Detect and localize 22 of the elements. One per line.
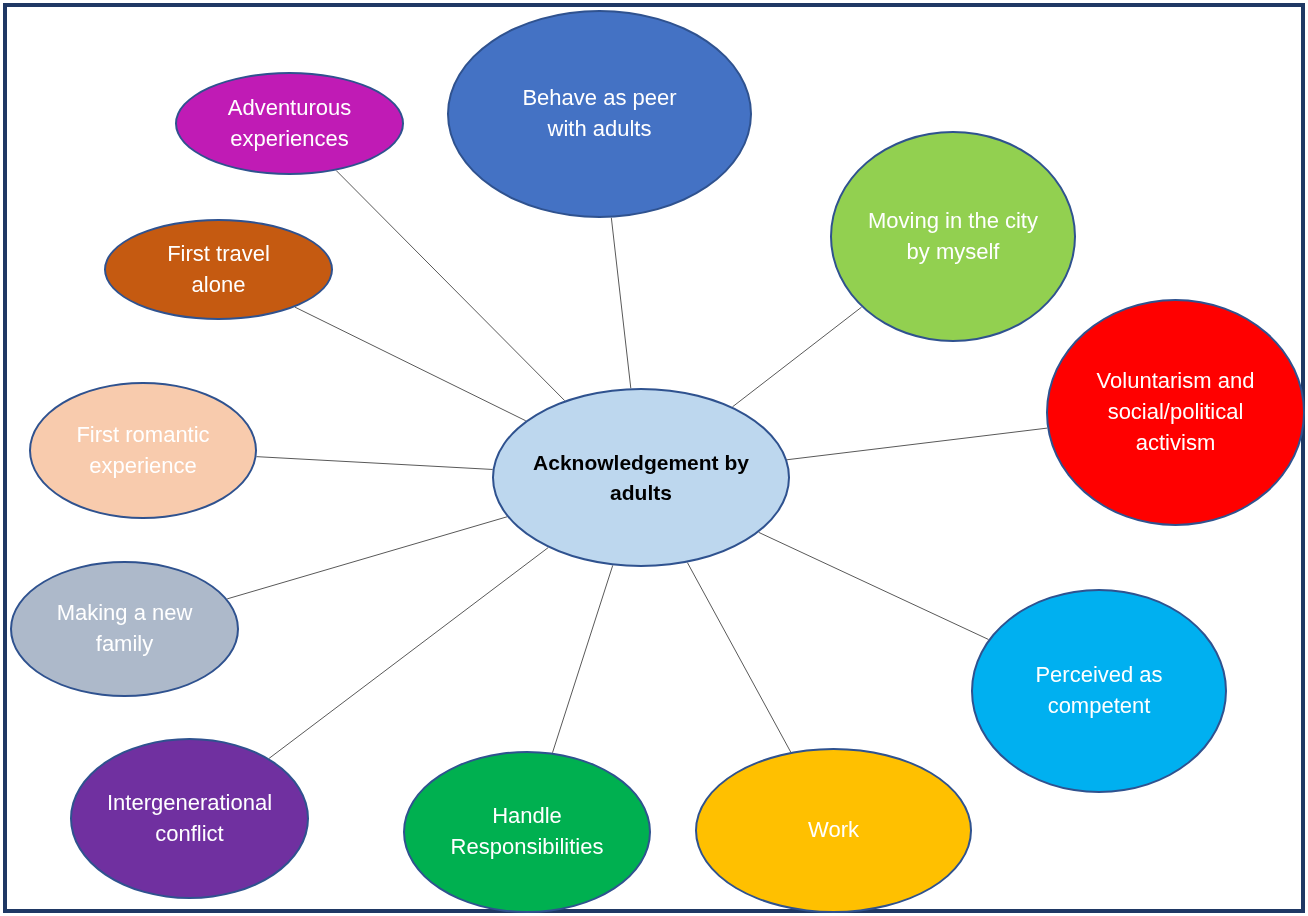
- node-label: Voluntarism and social/political activism: [1095, 367, 1256, 457]
- node-label: Intergenerational conflict: [105, 788, 274, 848]
- node-label: Moving in the city by myself: [868, 206, 1038, 266]
- connector-line: [294, 306, 527, 422]
- connector-line: [610, 217, 632, 389]
- node-label: First romantic experience: [75, 420, 211, 480]
- node-label: Adventurous experiences: [226, 93, 353, 153]
- node-label: Making a new family: [55, 599, 194, 658]
- connector-line: [256, 456, 494, 470]
- node-label: Acknowledgement by adults: [532, 450, 750, 506]
- connector-line: [786, 427, 1048, 461]
- connector-line: [268, 547, 549, 759]
- connector-line: [552, 564, 614, 754]
- connector-line: [731, 306, 863, 408]
- connector-line: [758, 531, 989, 640]
- node-label: Behave as peer with adults: [521, 84, 678, 143]
- connector-line: [226, 516, 508, 600]
- node-label: First travel alone: [166, 239, 271, 299]
- connector-line: [335, 170, 566, 402]
- node-label: Perceived as competent: [1034, 661, 1164, 720]
- node-label: Work: [808, 816, 859, 845]
- node-label: Handle Responsibilities: [449, 802, 605, 861]
